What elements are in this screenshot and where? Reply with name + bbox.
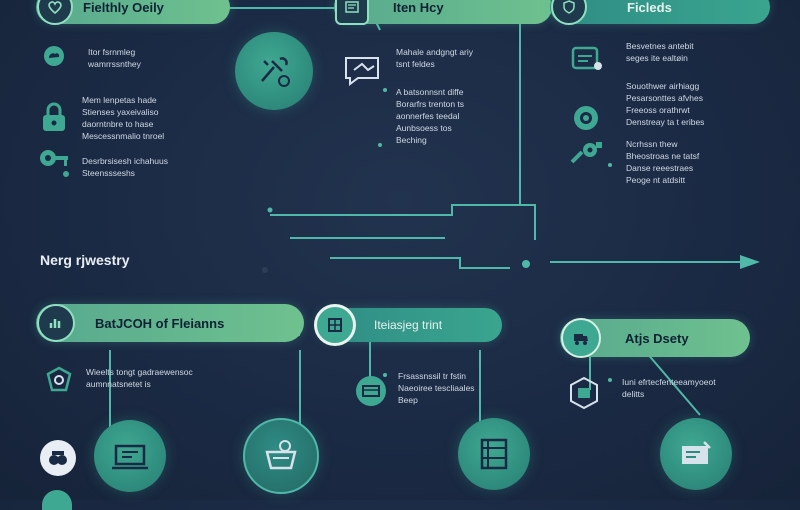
- top-connector: [190, 7, 521, 205]
- label-mr1: Iuni efrtecfenteeamyoeot delitts: [622, 377, 716, 399]
- security-icon: [551, 0, 587, 25]
- truck-icon: [561, 318, 601, 358]
- circle-cart: [243, 418, 319, 494]
- pill-top-mid-text: Iten Hcy: [393, 0, 444, 15]
- clipboard-icon: [42, 364, 76, 396]
- bag-icon: [568, 376, 600, 410]
- people-icon: [40, 440, 76, 476]
- section-title: Nerg rjwestry: [40, 252, 130, 268]
- label-tr1: Besvetnes antebit seges ite ealtøin: [626, 41, 694, 63]
- key-icon: [568, 140, 604, 170]
- label-tr2: Souothwer airhiagg Pesarsonttes afvhes F…: [626, 81, 705, 127]
- cloud-icon: [40, 42, 68, 70]
- pill-mid-left: BatJCOH of Fleianns: [36, 304, 304, 342]
- chat-icon: [340, 52, 384, 88]
- pill-mid-right: Atjs Dsety: [560, 318, 750, 358]
- circle-card: [660, 418, 732, 490]
- pill-top-left: Fielthly Oeily: [36, 0, 230, 25]
- pill-top-right-text: Ficleds: [627, 0, 672, 15]
- label-tl2: Mem lenpetas hade Stienses yaxeivaliso d…: [82, 95, 165, 141]
- gear-icon: [335, 0, 369, 25]
- label-tl3: Desrbrsisesh ichahuus Steenssseshs: [82, 156, 168, 178]
- label-ml1: Wieelts tongt gadraewensoc aumnnatsnetet…: [86, 367, 193, 389]
- pill-top-left-text: Fielthly Oeily: [83, 0, 164, 15]
- tools-circle: [235, 32, 313, 110]
- label-tr3: Ncrhssn thew Bheostroas ne tatsf Danse r…: [626, 139, 700, 185]
- link-icon: [36, 144, 76, 180]
- chart-icon: [37, 304, 75, 342]
- shield-icon: [252, 49, 296, 93]
- label-tm2: A batsonnsnt diffe Borarfrs trenton ts a…: [396, 87, 465, 145]
- laptop-icon: [314, 304, 356, 346]
- pill-mid-center: Iteiasjeg trint: [314, 304, 502, 346]
- data-icon: [570, 102, 602, 134]
- document-icon: [354, 374, 388, 408]
- label-tl1: Itor fsrnmleg wamrrssnthey: [88, 47, 141, 69]
- pill-mid-right-text: Atjs Dsety: [625, 330, 689, 346]
- label-mc1: Frsassnssil tr fstin Naeoiree tescliaale…: [398, 371, 475, 405]
- circle-laptop: [94, 420, 166, 492]
- pill-top-right: Ficleds: [550, 0, 770, 25]
- circle-server: [458, 418, 530, 490]
- gear-icon: [570, 44, 604, 74]
- pill-mid-center-text: Iteiasjeg trint: [374, 318, 443, 332]
- pill-mid-left-text: BatJCOH of Fleianns: [95, 315, 225, 331]
- label-tm1: Mahale andgngt ariy tsnt feldes: [396, 47, 474, 69]
- arrow-head: [740, 255, 760, 269]
- pill-top-mid: Iten Hcy: [334, 0, 552, 25]
- lock-icon: [38, 100, 70, 136]
